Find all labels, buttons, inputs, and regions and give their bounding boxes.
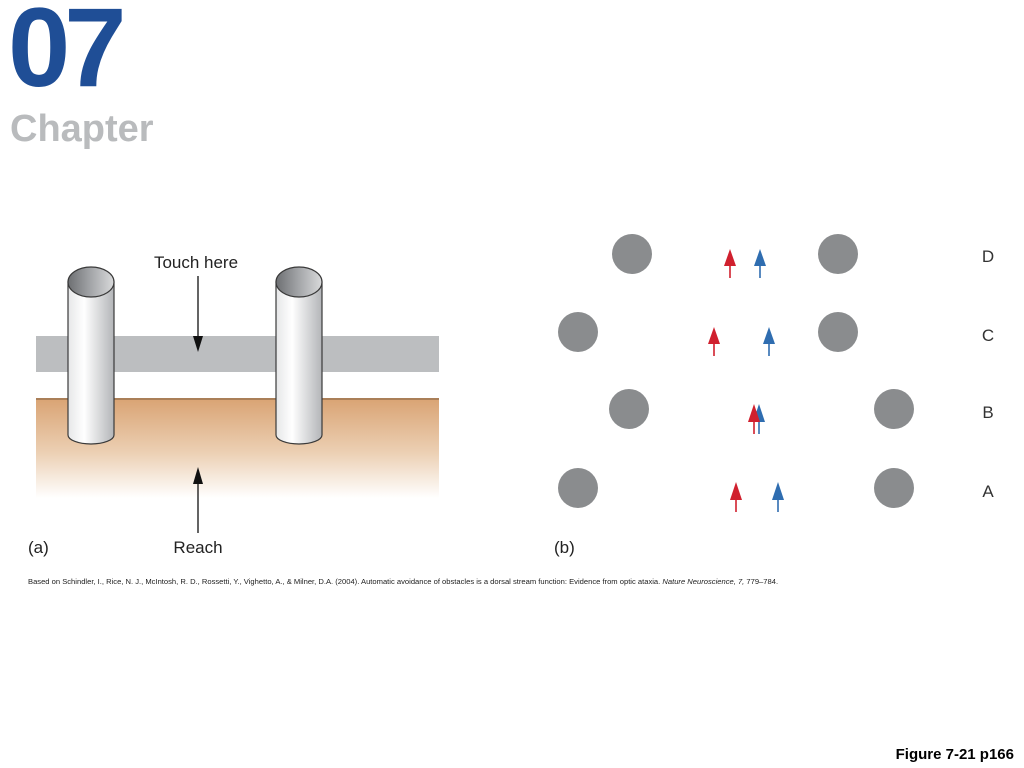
obstacle-a-left [558, 468, 598, 508]
arrow-blue-d [754, 249, 766, 278]
cylinder-left [67, 266, 115, 445]
obstacle-c-left [558, 312, 598, 352]
obstacle-c-right [818, 312, 858, 352]
reach-label: Reach [173, 538, 222, 557]
obstacle-d-left [612, 234, 652, 274]
obstacle-b-right [874, 389, 914, 429]
arrow-red-b [748, 404, 760, 434]
obstacle-b-left [609, 389, 649, 429]
figure-reference: Figure 7-21 p166 [895, 746, 1014, 763]
citation-journal: Nature Neuroscience, 7, [662, 577, 745, 586]
panel-a-label: (a) [28, 538, 49, 557]
touch-arrow [193, 276, 203, 352]
chapter-number: 07 [8, 0, 127, 110]
arrow-blue-c [763, 327, 775, 356]
source-citation: Based on Schindler, I., Rice, N. J., McI… [28, 577, 778, 586]
row-label-c: C [982, 326, 994, 345]
panel-b: D C B A (b) [554, 234, 994, 557]
panel-a: Touch here Reach (a) [28, 253, 439, 557]
obstacle-a-right [874, 468, 914, 508]
arrow-red-c [708, 327, 720, 356]
obstacle-d-right [818, 234, 858, 274]
cylinder-right [275, 266, 323, 445]
arrow-blue-a [772, 482, 784, 512]
panel-b-label: (b) [554, 538, 575, 557]
figure: Touch here Reach (a) [28, 234, 994, 557]
citation-text: Based on Schindler, I., Rice, N. J., McI… [28, 577, 663, 586]
citation-pages: 779–784. [744, 577, 779, 586]
row-label-b: B [982, 403, 993, 422]
reach-arrow [193, 467, 203, 533]
arrow-red-d [724, 249, 736, 278]
chapter-word: Chapter [10, 108, 154, 150]
row-label-a: A [982, 482, 994, 501]
touch-here-label: Touch here [154, 253, 238, 272]
row-label-d: D [982, 247, 994, 266]
arrow-red-a [730, 482, 742, 512]
